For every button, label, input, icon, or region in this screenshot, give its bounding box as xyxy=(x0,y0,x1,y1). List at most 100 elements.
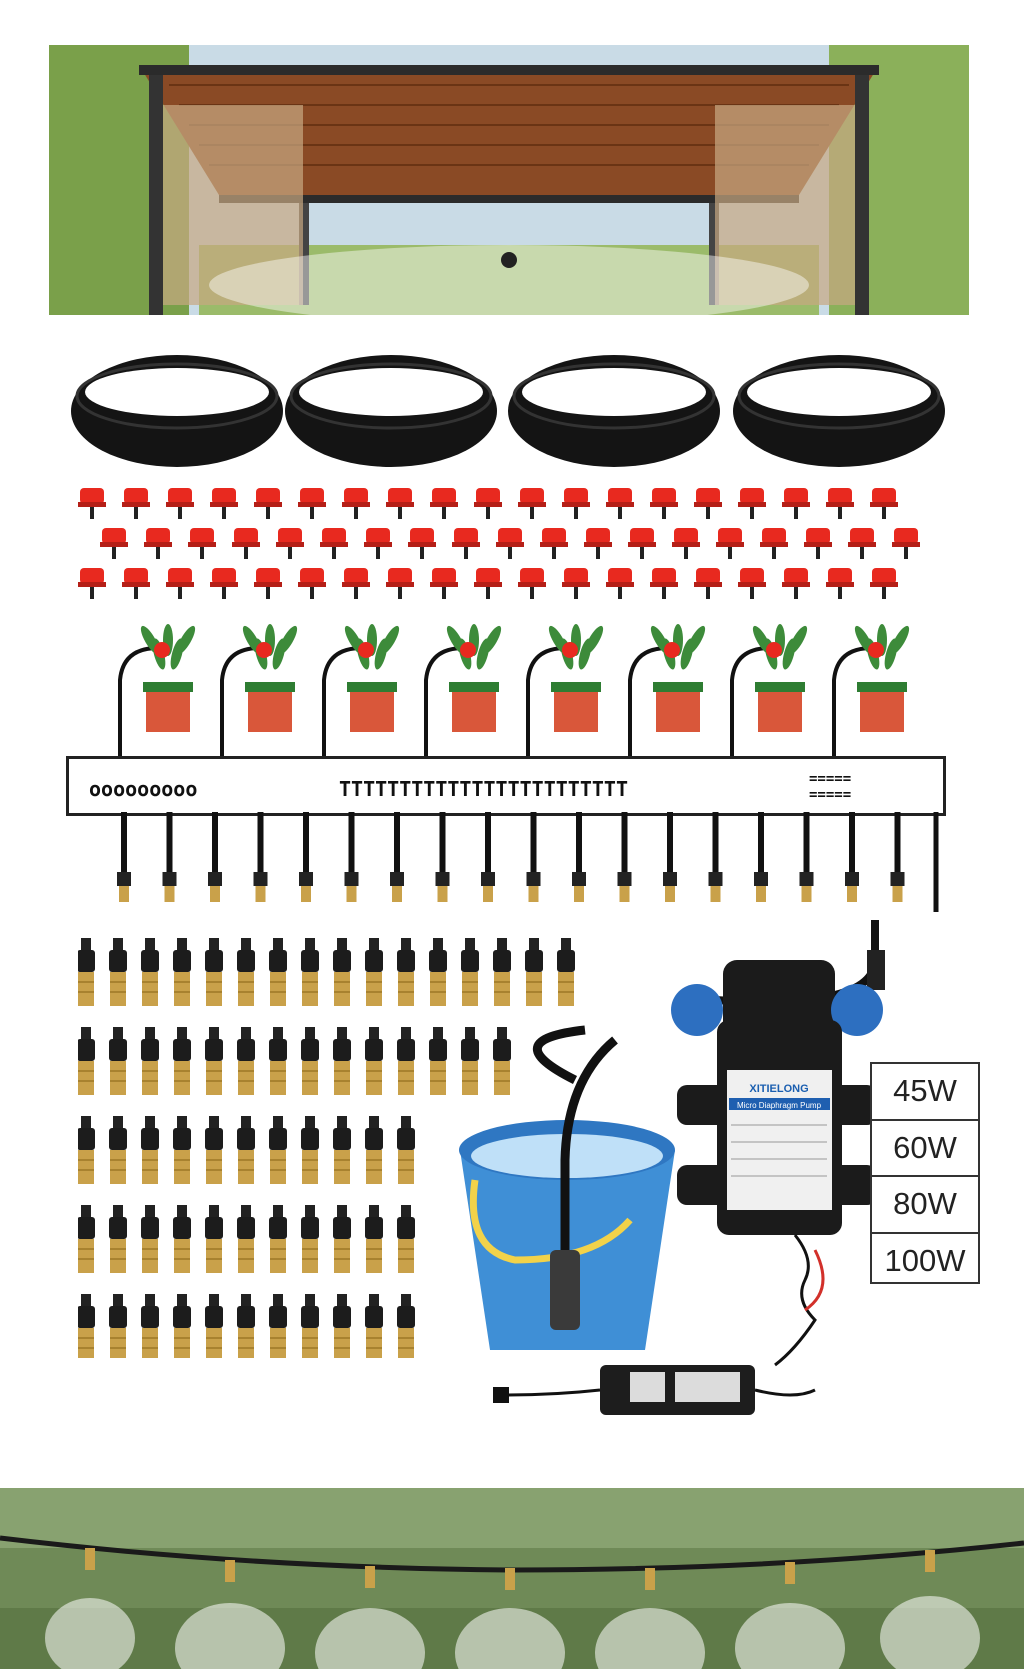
brass-nozzle xyxy=(301,1205,319,1273)
brass-nozzle xyxy=(237,1027,255,1095)
brass-nozzle xyxy=(109,1027,127,1095)
potted-plant xyxy=(118,624,196,760)
brass-nozzle xyxy=(205,1205,223,1273)
hanging-nozzle xyxy=(617,812,632,902)
brass-nozzle xyxy=(173,1116,191,1184)
pergola-misting-photo xyxy=(49,45,969,315)
brass-nozzle xyxy=(397,1116,415,1184)
dripper-emitter xyxy=(606,488,634,519)
brass-nozzle xyxy=(557,938,575,1006)
dripper-emitter xyxy=(430,568,458,599)
brass-nozzle xyxy=(365,1027,383,1095)
dripper-emitter xyxy=(518,488,546,519)
dripper-emitter xyxy=(474,488,502,519)
brass-nozzle xyxy=(429,1027,447,1095)
dripper-emitter xyxy=(870,568,898,599)
tubing-coil xyxy=(505,352,723,470)
wattage-option[interactable]: 100W xyxy=(884,1242,966,1278)
wattage-options-table: 45W 60W 80W 100W xyxy=(870,1062,980,1284)
brass-nozzle xyxy=(269,938,287,1006)
brass-nozzle xyxy=(269,1205,287,1273)
dripper-emitter xyxy=(298,488,326,519)
dripper-emitter xyxy=(782,568,810,599)
brass-nozzle xyxy=(461,938,479,1006)
brass-nozzle xyxy=(173,1205,191,1273)
brass-nozzle xyxy=(173,938,191,1006)
hanging-nozzle xyxy=(435,812,450,902)
brass-nozzle xyxy=(397,1027,415,1095)
brass-nozzle xyxy=(269,1027,287,1095)
hanging-nozzle xyxy=(208,812,222,902)
dripper-emitter xyxy=(210,488,238,519)
dripper-emitters xyxy=(78,478,928,610)
dripper-emitter xyxy=(474,568,502,599)
brass-nozzle xyxy=(205,1027,223,1095)
brass-nozzle xyxy=(365,1294,383,1362)
dripper-emitter xyxy=(342,568,370,599)
dripper-emitter xyxy=(210,568,238,599)
dripper-emitter xyxy=(518,568,546,599)
brass-nozzle xyxy=(141,1294,159,1362)
hanging-nozzle xyxy=(344,812,359,902)
brass-nozzle xyxy=(333,938,351,1006)
potted-plant xyxy=(628,624,706,760)
pump-subtitle: Micro Diaphragm Pump xyxy=(737,1101,822,1110)
hanging-nozzle xyxy=(526,812,541,902)
dripper-emitter xyxy=(672,528,700,559)
dripper-emitter xyxy=(166,488,194,519)
wattage-option[interactable]: 60W xyxy=(872,1121,978,1177)
wattage-option[interactable]: 80W xyxy=(872,1177,978,1234)
dripper-emitter xyxy=(694,568,722,599)
dripper-emitter xyxy=(342,488,370,519)
dripper-emitter xyxy=(650,488,678,519)
coupler-fittings: ooooooooo xyxy=(89,777,198,801)
brass-nozzle xyxy=(397,1205,415,1273)
dripper-emitter xyxy=(122,568,150,599)
dripper-emitter xyxy=(386,488,414,519)
brass-nozzle-grid xyxy=(77,938,598,1362)
brass-nozzle xyxy=(333,1294,351,1362)
brass-nozzle xyxy=(333,1027,351,1095)
brass-nozzle xyxy=(301,1116,319,1184)
brass-nozzle xyxy=(269,1116,287,1184)
dripper-emitter xyxy=(430,488,458,519)
hanging-nozzle xyxy=(481,812,495,902)
hanging-nozzle xyxy=(890,812,905,902)
dripper-emitter xyxy=(760,528,788,559)
dripper-emitter xyxy=(738,488,766,519)
dripper-emitter xyxy=(364,528,392,559)
brass-nozzle xyxy=(109,1116,127,1184)
pump-brand: XITIELONG xyxy=(749,1083,808,1095)
wattage-option[interactable]: 45W xyxy=(872,1064,978,1121)
brass-nozzle xyxy=(525,938,543,1006)
brass-nozzle xyxy=(493,1027,511,1095)
brass-nozzle xyxy=(77,938,95,1006)
dripper-emitter xyxy=(386,568,414,599)
hanging-nozzle xyxy=(663,812,677,902)
plug-fittings: ========== xyxy=(809,771,852,803)
dripper-emitter xyxy=(320,528,348,559)
dripper-emitter xyxy=(452,528,480,559)
brass-nozzle xyxy=(269,1294,287,1362)
dripper-emitter xyxy=(628,528,656,559)
brass-nozzle xyxy=(461,1027,479,1095)
brass-nozzle xyxy=(397,938,415,1006)
potted-plant xyxy=(730,624,808,760)
dripper-emitter xyxy=(232,528,260,559)
tubing-coil xyxy=(68,352,286,470)
fittings-board: ooooooooo TTTTTTTTTTTTTTTTTTTTTTTT =====… xyxy=(66,756,946,816)
brass-nozzle xyxy=(397,1294,415,1362)
brass-nozzle xyxy=(173,1027,191,1095)
hanging-nozzle xyxy=(754,812,768,902)
dripper-emitter xyxy=(254,488,282,519)
dripper-emitter xyxy=(298,568,326,599)
brass-nozzle xyxy=(237,938,255,1006)
brass-nozzle xyxy=(205,1116,223,1184)
dripper-emitter xyxy=(584,528,612,559)
dripper-emitter xyxy=(892,528,920,559)
dripper-emitter xyxy=(122,488,150,519)
hanging-nozzle xyxy=(299,812,313,902)
dripper-emitter xyxy=(606,568,634,599)
brass-nozzle xyxy=(77,1027,95,1095)
brass-nozzle xyxy=(109,938,127,1006)
